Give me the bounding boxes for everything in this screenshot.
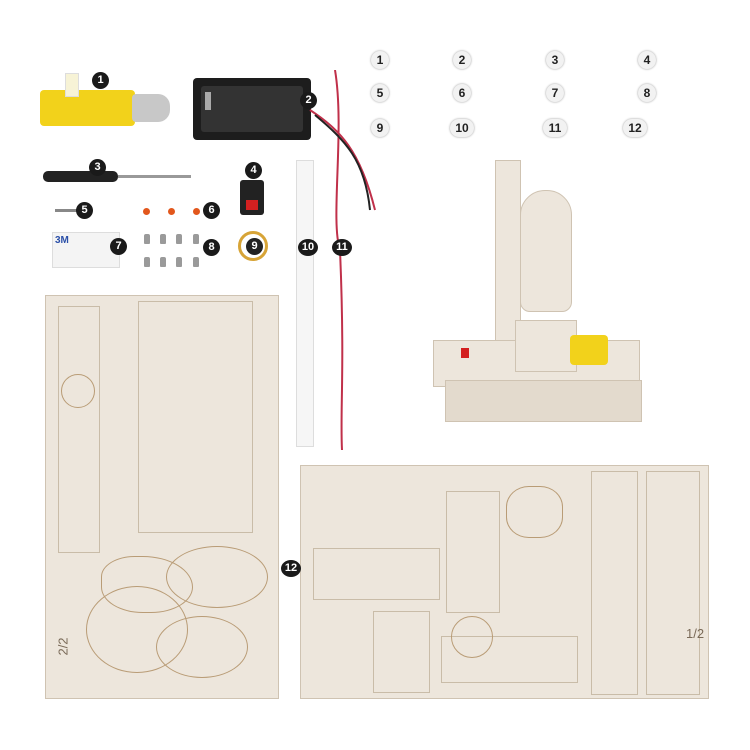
foam-tape: 3M [52,232,120,268]
legend-number: 1 [371,51,389,69]
legend-number: 12 [623,119,647,137]
legend-number: 6 [453,84,471,102]
part-label-rubber-band: 9 [246,238,263,255]
legend-number: 9 [371,119,389,137]
legend-number: 5 [371,84,389,102]
part-label-double-tape: 10 [298,239,318,256]
part-label-foam-tape: 7 [110,238,127,255]
tape-print: 3M [55,235,69,246]
part-label-leds: 6 [203,202,220,219]
wood-board-1-of-2: 1/2 [300,465,709,699]
legend-number: 3 [546,51,564,69]
wood-board-2-of-2: 2/2 [45,295,279,699]
legend-number: 2 [453,51,471,69]
assembled-woodpecker-model [425,150,650,440]
part-label-wood-boards: 12 [281,560,301,577]
legend-number: 7 [546,84,564,102]
part-label-switch: 4 [245,162,262,179]
part-label-wire: 11 [332,239,352,256]
part-label-battery-box: 2 [300,92,317,109]
part-label-shaft: 5 [76,202,93,219]
led [193,208,200,215]
battery-box [193,78,311,140]
legend-number: 8 [638,84,656,102]
screwdriver [43,170,193,184]
legend-number: 4 [638,51,656,69]
led [143,208,150,215]
rubber-band [238,231,268,261]
legend-number: 10 [450,119,474,137]
legend-number: 11 [543,119,567,137]
board-label: 2/2 [55,637,71,656]
switch [240,180,264,215]
part-label-screwdriver: 3 [89,159,106,176]
shaft [55,209,85,212]
led [168,208,175,215]
double-sided-tape [296,160,314,447]
part-label-motor: 1 [92,72,109,89]
board-label: 1/2 [686,626,705,641]
part-label-screws: 8 [203,239,220,256]
gear-motor [40,73,175,130]
